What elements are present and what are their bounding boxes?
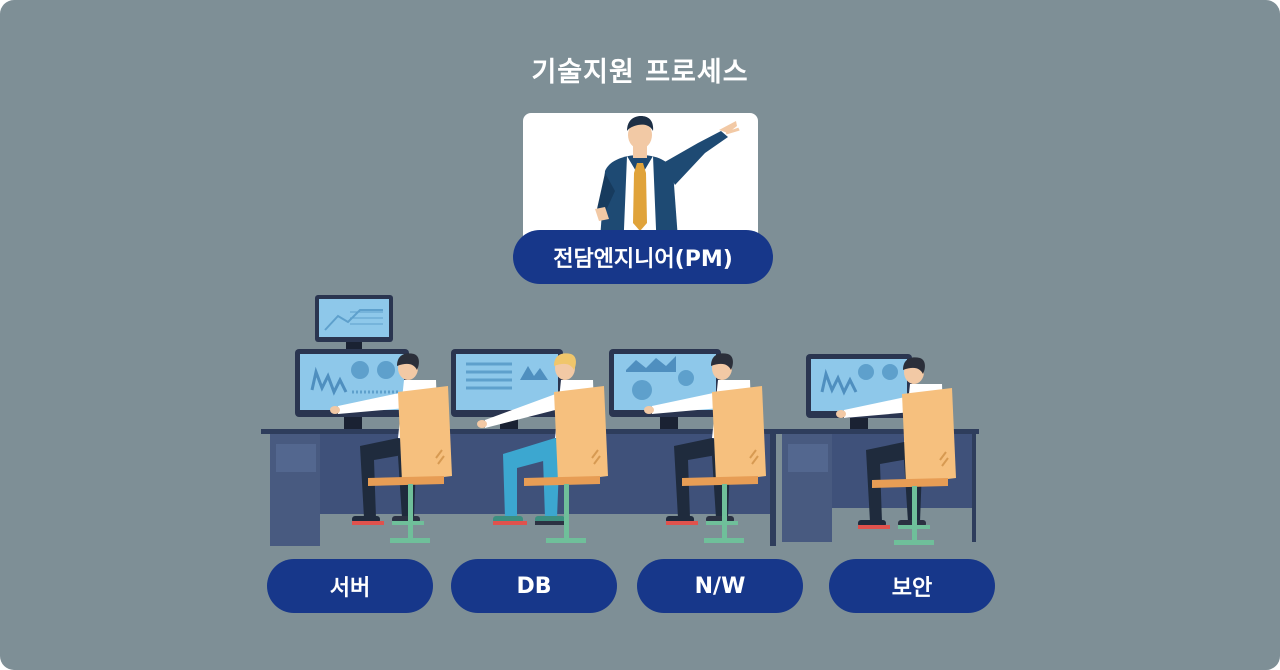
monitor-security [806, 354, 912, 429]
monitor-network [609, 349, 721, 429]
team-pill-server: 서버 [267, 559, 433, 613]
pm-label-pill: 전담엔지니어(PM) [513, 230, 773, 284]
engineer-presenter-icon [595, 116, 740, 253]
diagram-title: 기술지원 프로세스 [531, 57, 749, 88]
team-pill-network: N/W [637, 559, 803, 613]
team-pill-db: DB [451, 559, 617, 613]
team-pill-security: 보안 [829, 559, 995, 613]
stacked-monitor [315, 295, 393, 350]
monitor-server [295, 349, 409, 429]
pm-illustration-box [523, 113, 758, 253]
